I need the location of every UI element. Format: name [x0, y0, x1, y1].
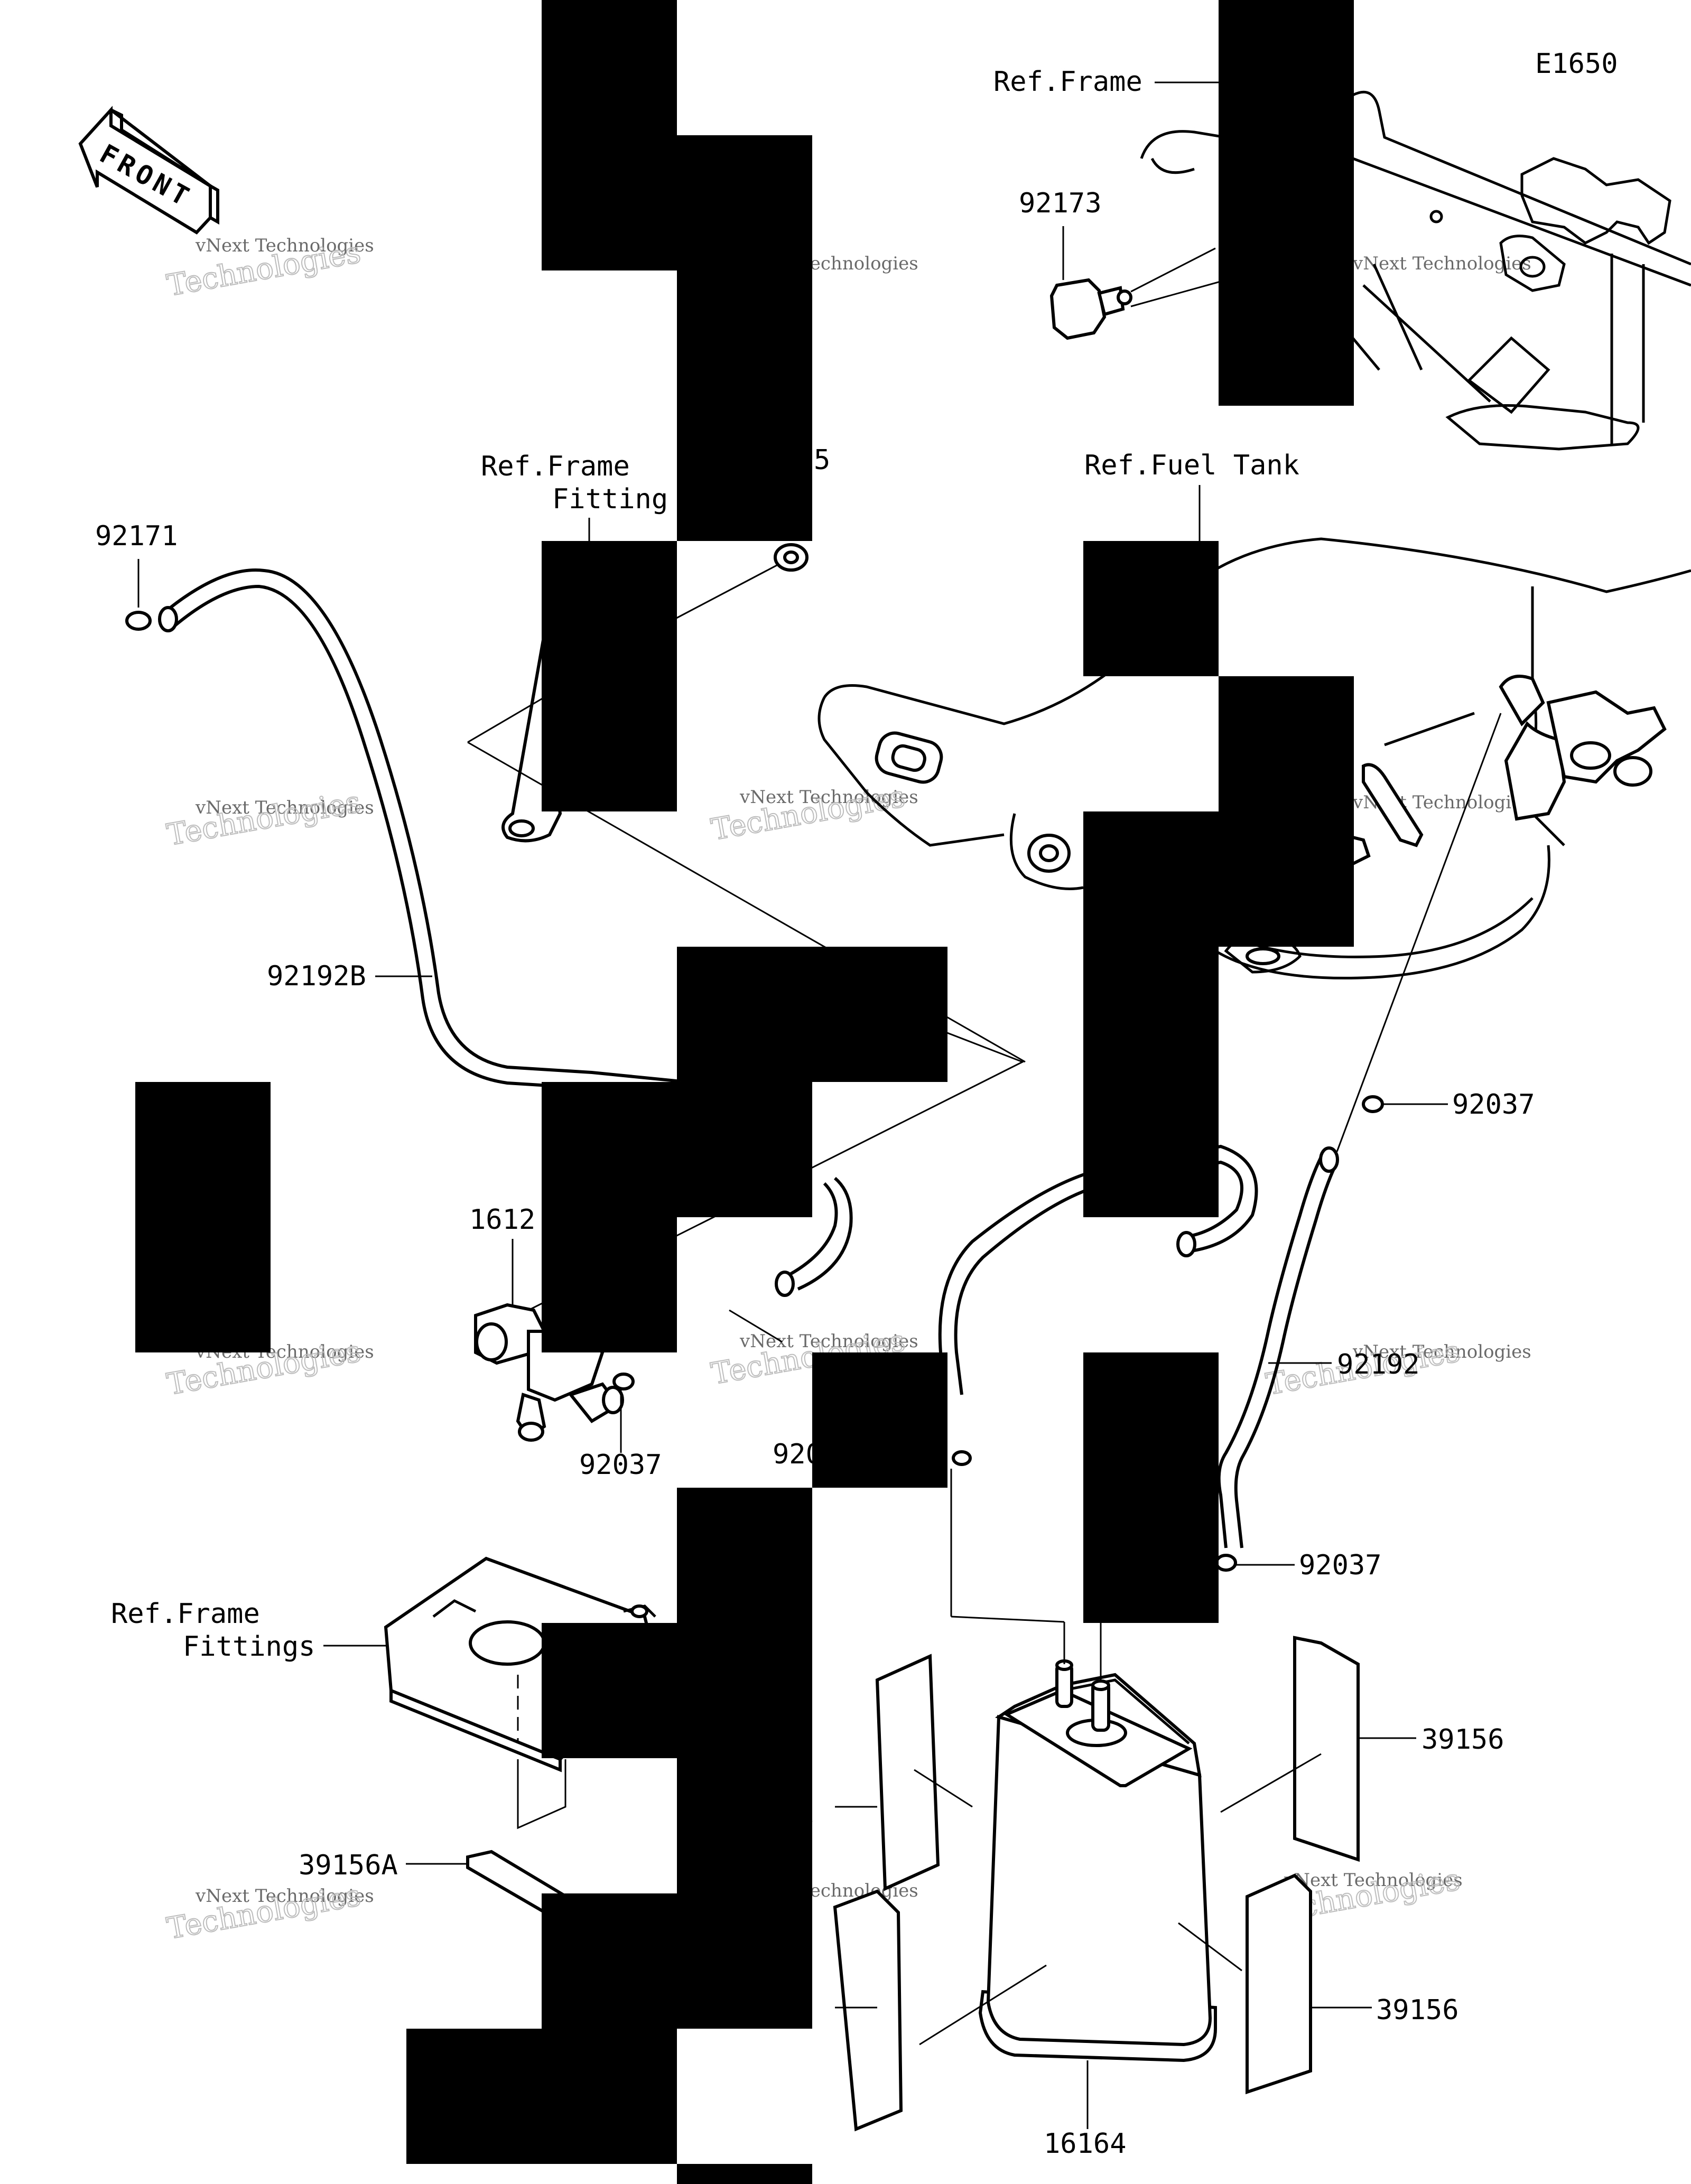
watermark-text: vNext Technologies: [1284, 1870, 1463, 1891]
watermark-text: vNext Technologies: [195, 235, 374, 256]
redaction-block: [542, 1623, 812, 1758]
label-92192b: 92192B: [267, 960, 366, 992]
canister-16164: [950, 1469, 1217, 2062]
redaction-block: [677, 947, 947, 1082]
solenoid-valve: [474, 1303, 624, 1442]
clamp-92171: [125, 611, 152, 631]
redaction-block: [406, 2029, 677, 2164]
label-partial-5: 5: [814, 444, 830, 476]
label-ref-frame-fittings-2: Fittings: [183, 1631, 315, 1663]
redaction-block: [542, 1893, 812, 2029]
clip-92173: [1049, 247, 1227, 340]
hose-short: [775, 1177, 853, 1297]
pad-39156-lower-right: [1178, 1873, 1312, 2095]
clamp-92037-mid: [952, 1450, 972, 1466]
diagram-code: E1650: [1535, 48, 1618, 80]
redaction-block: [1083, 811, 1219, 1217]
pad-39156-upper-right: [1220, 1636, 1360, 1862]
label-1612: 1612: [469, 1204, 535, 1236]
label-92037-bottom-left: 92037: [579, 1449, 662, 1481]
redaction-block: [542, 1217, 677, 1352]
label-39156-lower: 39156: [1376, 1994, 1459, 2026]
reference-line: [517, 1759, 566, 1830]
label-ref-frame-fitting-1: Ref.Frame: [481, 451, 630, 482]
redaction-block: [812, 1352, 947, 1488]
nut-part: [676, 543, 809, 619]
redaction-block: [542, 1082, 812, 1217]
watermark-text: vNext Technologies: [1352, 1341, 1531, 1362]
label-92173: 92173: [1019, 188, 1102, 219]
redaction-blocks: [135, 0, 1354, 2184]
leader-line: [729, 1309, 783, 1343]
label-16164: 16164: [1044, 2128, 1127, 2160]
redaction-block: [677, 1758, 812, 1893]
label-ref-frame-fittings-1: Ref.Frame: [111, 1598, 260, 1630]
frame-bracket-top: [1140, 90, 1691, 451]
label-92037-lower: 92037: [1299, 1550, 1382, 1581]
label-ref-frame-top: Ref.Frame: [993, 66, 1142, 98]
label-ref-frame-fitting-2: Fitting: [552, 483, 668, 515]
label-92171: 92171: [95, 520, 178, 552]
clamp-92037-right: [1362, 1095, 1384, 1113]
watermark-text: vNext Technologies: [195, 1886, 374, 1907]
redaction-block: [677, 1488, 812, 1623]
redaction-block: [135, 1082, 271, 1352]
label-39156-upper: 39156: [1421, 1724, 1504, 1756]
pad-39156-upper-left: [835, 1654, 973, 1891]
clamp-92037-lower: [1215, 1554, 1237, 1572]
front-arrow-icon: FRONT: [78, 106, 219, 235]
redaction-block: [1219, 0, 1354, 406]
watermark-text: vNext Technologies: [1352, 253, 1531, 274]
redaction-block: [542, 541, 677, 811]
watermark-logo: Technologies: [164, 785, 363, 852]
pad-39156-lower-left: [833, 1889, 1047, 2132]
hose-92192: [1217, 713, 1502, 1548]
label-39156a: 39156A: [299, 1850, 398, 1881]
redaction-block: [677, 2164, 812, 2184]
hose-92192b: [158, 568, 751, 1106]
label-92192: 92192: [1337, 1349, 1420, 1380]
watermark-text: vNext Technologies: [739, 787, 918, 808]
clamp-92037-bottom-left: [612, 1373, 635, 1390]
redaction-block: [1083, 541, 1219, 676]
redaction-block: [1219, 676, 1354, 947]
redaction-block: [677, 135, 812, 541]
watermark-text: vNext Technologies: [195, 797, 374, 818]
redaction-block: [542, 0, 677, 270]
label-ref-fuel-tank: Ref.Fuel Tank: [1084, 450, 1299, 481]
redaction-block: [1083, 1352, 1219, 1623]
label-92037-right: 92037: [1452, 1089, 1535, 1121]
